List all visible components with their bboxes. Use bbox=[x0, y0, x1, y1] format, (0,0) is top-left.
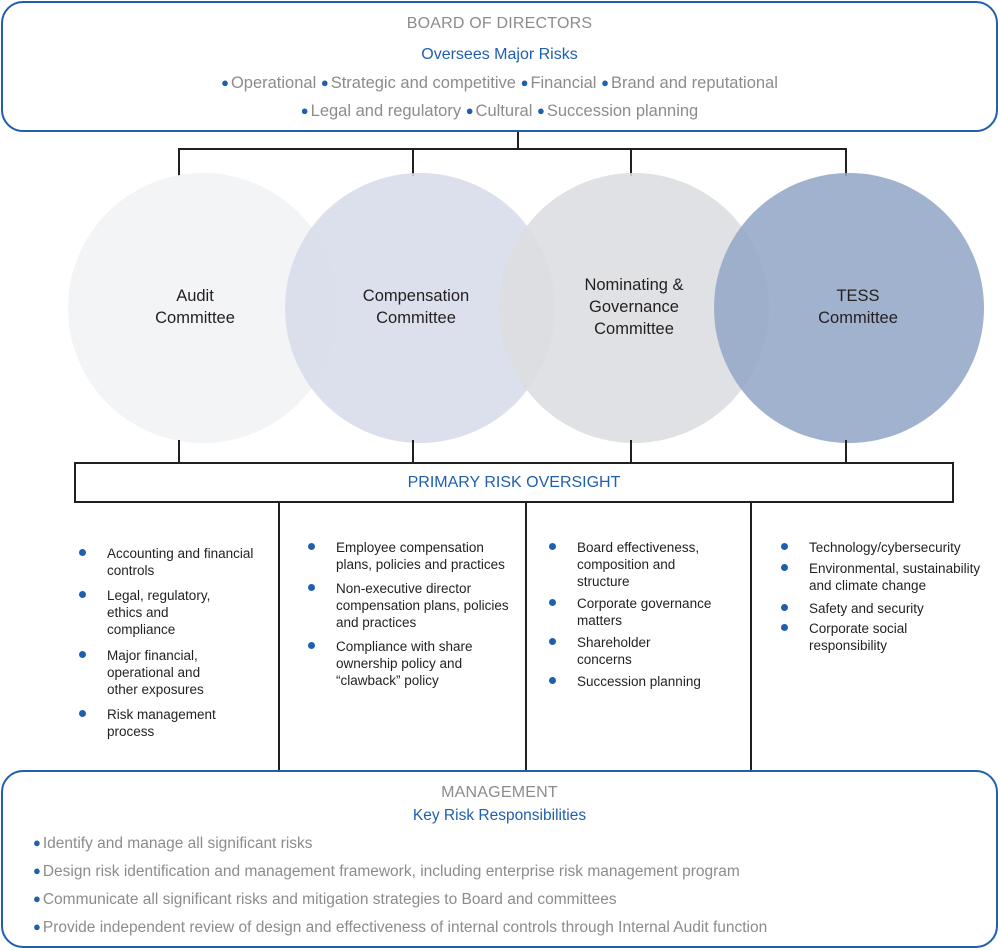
board-subtitle: Oversees Major Risks bbox=[421, 46, 578, 63]
bullet-icon: ● bbox=[300, 103, 309, 118]
bullet-icon: ● bbox=[33, 919, 41, 934]
connector-compensation-oversight bbox=[412, 440, 414, 462]
column-divider bbox=[750, 503, 752, 771]
list-item: Shareholder concerns bbox=[549, 634, 687, 668]
board-title: BOARD OF DIRECTORS bbox=[406, 15, 593, 32]
risk-item: ●Legal and regulatory bbox=[300, 102, 462, 120]
connector-compensation bbox=[412, 148, 414, 176]
tess-oversight-column: Technology/cybersecurity Environmental, … bbox=[781, 539, 996, 660]
bullet-icon: ● bbox=[320, 75, 329, 90]
bullet-icon bbox=[781, 604, 788, 611]
list-item: Compliance with share ownership policy a… bbox=[308, 638, 511, 689]
risk-item: ●Operational bbox=[221, 74, 317, 92]
bullet-icon bbox=[79, 549, 86, 556]
bullet-icon bbox=[308, 543, 315, 550]
management-title: MANAGEMENT bbox=[441, 784, 558, 801]
list-item: ●Identify and manage all significant ris… bbox=[33, 835, 313, 852]
risk-item: ●Financial bbox=[520, 74, 597, 92]
connector-tess-oversight bbox=[845, 440, 847, 462]
connector-tess bbox=[845, 148, 847, 176]
bullet-icon bbox=[549, 543, 556, 550]
compensation-committee-label: Compensation Committee bbox=[362, 287, 470, 327]
primary-risk-oversight-box: PRIMARY RISK OVERSIGHT bbox=[74, 462, 954, 503]
audit-oversight-column: Accounting and financial controls Legal,… bbox=[79, 545, 269, 746]
bullet-icon bbox=[781, 564, 788, 571]
list-item: Employee compensation plans, policies an… bbox=[308, 539, 506, 573]
board-risks-row-2: ●Legal and regulatory ●Cultural ●Success… bbox=[3, 102, 996, 121]
bullet-icon bbox=[79, 651, 86, 658]
bullet-icon bbox=[308, 584, 315, 591]
bullet-icon: ● bbox=[465, 103, 474, 118]
list-item: Non-executive director compensation plan… bbox=[308, 580, 511, 631]
bullet-icon bbox=[549, 638, 556, 645]
tess-committee-circle bbox=[714, 173, 984, 443]
management-box: MANAGEMENT Key Risk Responsibilities ●Id… bbox=[1, 770, 998, 948]
list-item: ●Design risk identification and manageme… bbox=[33, 863, 740, 880]
list-item: Accounting and financial controls bbox=[79, 545, 269, 579]
connector-board-down bbox=[517, 132, 519, 150]
list-item: Board effectiveness, composition and str… bbox=[549, 539, 727, 590]
list-item: Corporate governance matters bbox=[549, 595, 737, 629]
list-item: Risk management process bbox=[79, 706, 237, 740]
management-subtitle: Key Risk Responsibilities bbox=[412, 807, 587, 824]
connector-nominating-oversight bbox=[630, 440, 632, 462]
compensation-oversight-column: Employee compensation plans, policies an… bbox=[308, 539, 513, 695]
bullet-icon bbox=[781, 624, 788, 631]
list-item: Safety and security bbox=[781, 600, 996, 617]
connector-nominating bbox=[630, 148, 632, 176]
risk-item: ●Brand and reputational bbox=[601, 74, 778, 92]
nominating-oversight-column: Board effectiveness, composition and str… bbox=[549, 539, 744, 696]
bullet-icon: ● bbox=[601, 75, 609, 90]
bullet-icon bbox=[308, 642, 315, 649]
list-item: Corporate social responsibility bbox=[781, 620, 949, 654]
bullet-icon bbox=[549, 599, 556, 606]
bullet-icon: ● bbox=[537, 103, 545, 118]
connector-audit bbox=[178, 148, 180, 176]
board-risks-row-1: ●Operational ●Strategic and competitive … bbox=[3, 74, 996, 93]
column-divider bbox=[525, 503, 527, 771]
risk-item: ●Succession planning bbox=[537, 102, 699, 120]
nominating-governance-committee-label: Nominating & Governance Committee bbox=[584, 276, 684, 338]
primary-risk-oversight-label: PRIMARY RISK OVERSIGHT bbox=[407, 473, 621, 491]
bullet-icon: ● bbox=[33, 863, 41, 878]
column-divider bbox=[278, 503, 280, 771]
list-item: Succession planning bbox=[549, 673, 744, 690]
list-item: Technology/cybersecurity bbox=[781, 539, 996, 556]
list-item: ●Communicate all significant risks and m… bbox=[33, 891, 617, 908]
list-item: Major financial, operational and other e… bbox=[79, 647, 222, 698]
bullet-icon bbox=[79, 591, 86, 598]
list-item: ●Provide independent review of design an… bbox=[33, 919, 768, 936]
audit-committee-label: Audit Committee bbox=[155, 287, 235, 327]
management-responsibilities-list: ●Identify and manage all significant ris… bbox=[33, 834, 767, 946]
bullet-icon: ● bbox=[520, 75, 529, 90]
bullet-icon: ● bbox=[33, 891, 41, 906]
risk-item: ●Cultural bbox=[465, 102, 533, 120]
tess-committee-label: TESS Committee bbox=[818, 287, 898, 327]
list-item: Environmental, sustainability and climat… bbox=[781, 560, 999, 594]
bullet-icon bbox=[549, 677, 556, 684]
bullet-icon: ● bbox=[33, 835, 41, 850]
connector-horizontal bbox=[178, 148, 847, 150]
list-item: Legal, regulatory, ethics and compliance bbox=[79, 587, 217, 638]
bullet-icon bbox=[781, 543, 788, 550]
connector-audit-oversight bbox=[178, 440, 180, 462]
bullet-icon: ● bbox=[221, 75, 229, 90]
bullet-icon bbox=[79, 710, 86, 717]
risk-item: ●Strategic and competitive bbox=[320, 74, 516, 92]
board-of-directors-box: BOARD OF DIRECTORS Oversees Major Risks … bbox=[1, 1, 998, 132]
